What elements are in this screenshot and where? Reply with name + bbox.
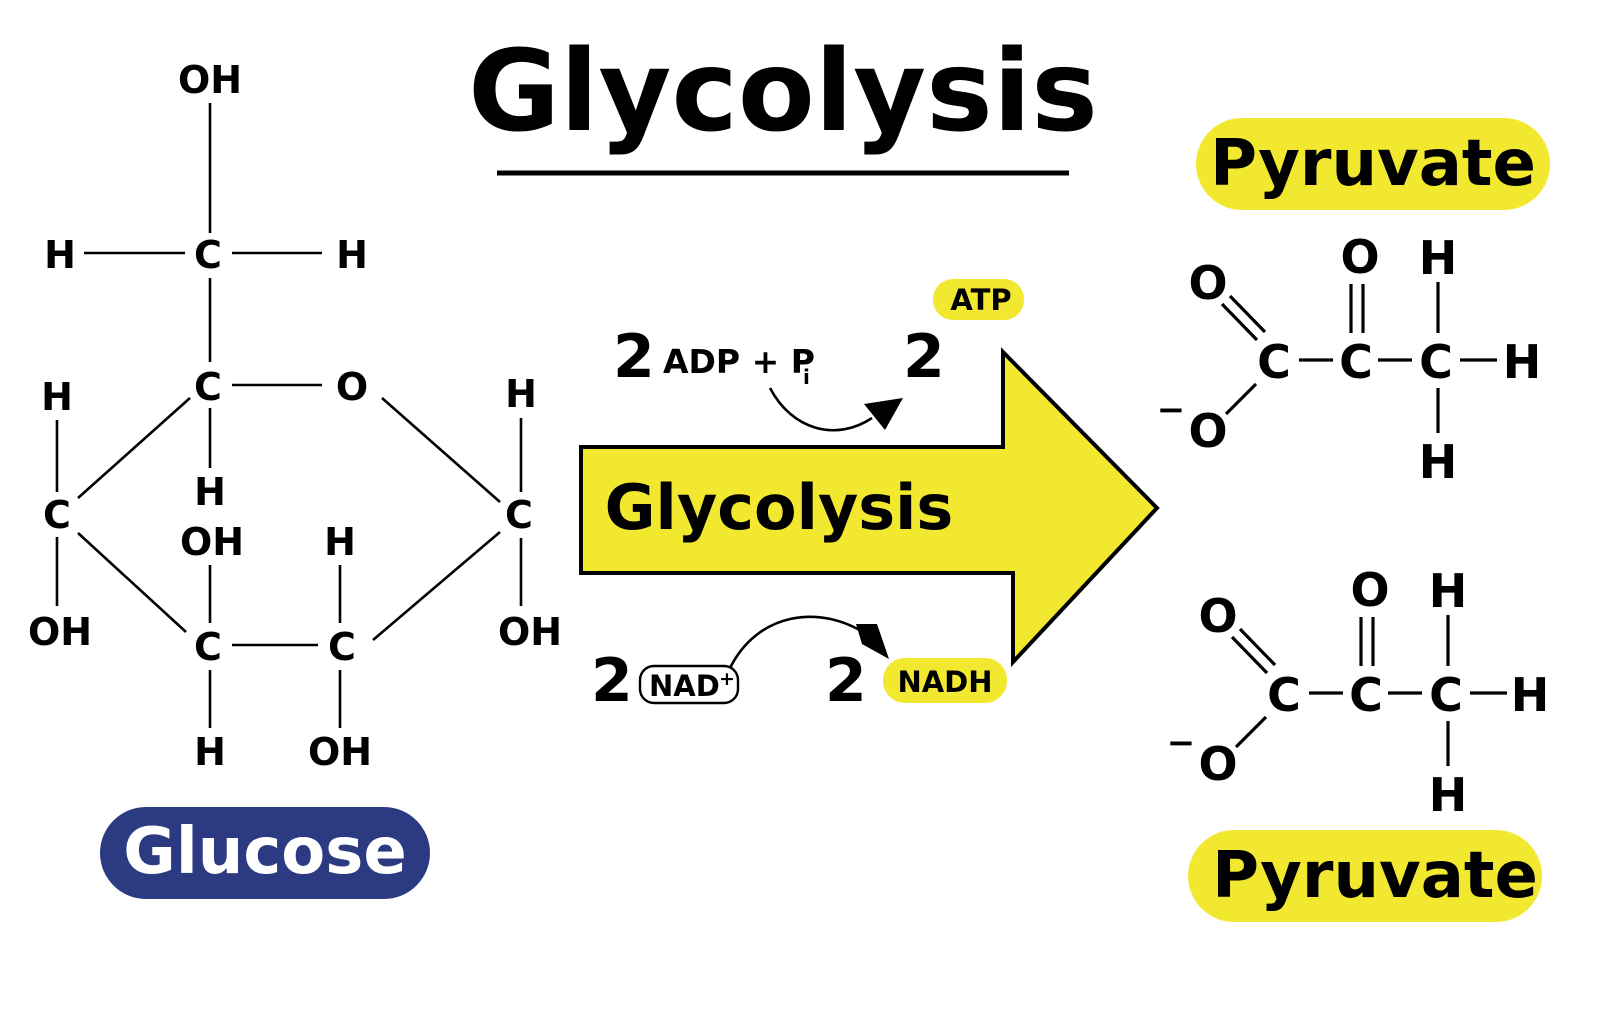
nad-nadh-reaction: 2 NAD + 2 NADH bbox=[591, 615, 1007, 716]
glucose-label: Glucose bbox=[123, 815, 406, 889]
glucose-atom-h3: H bbox=[194, 730, 226, 774]
pyr2-atom-o-minus: O bbox=[1198, 737, 1237, 791]
glucose-atom-c5: C bbox=[194, 365, 222, 409]
pyr2-atom-o-double: O bbox=[1198, 589, 1237, 643]
pyr1-atom-o-minus: O bbox=[1188, 404, 1227, 458]
nad-coefficient: 2 bbox=[591, 646, 633, 716]
pyruvate-bottom-badge-bg bbox=[1188, 830, 1542, 922]
glucose-atom-h1: H bbox=[505, 372, 537, 416]
glucose-atom-c1: C bbox=[505, 493, 533, 537]
nad-curve-arrow bbox=[728, 615, 867, 669]
pyr1-atom-h-bottom: H bbox=[1419, 435, 1458, 489]
pyr1-atom-c2: C bbox=[1339, 335, 1373, 389]
pyruvate-bottom-badge: Pyruvate bbox=[1188, 830, 1542, 922]
pyr2-bond-o-double-a bbox=[1230, 635, 1269, 675]
adp-label: ADP + P bbox=[663, 342, 815, 381]
pyr2-bond-o-minus bbox=[1234, 715, 1268, 749]
adp-arrowhead bbox=[864, 398, 903, 430]
glucose-atom-h5: H bbox=[194, 470, 226, 514]
pyruvate-bottom-structure: O O H C C C H − O H bbox=[1167, 563, 1550, 822]
glycolysis-arrow: Glycolysis bbox=[579, 347, 1160, 668]
pyr2-atom-h-bottom: H bbox=[1429, 768, 1468, 822]
glucose-atom-oh-top: OH bbox=[178, 58, 242, 102]
pyr1-atom-h-top: H bbox=[1419, 231, 1458, 285]
glucose-atom-c4: C bbox=[43, 493, 71, 537]
pyr1-bond-o-double-b bbox=[1228, 294, 1267, 334]
atp-coefficient: 2 bbox=[903, 322, 945, 392]
glucose-atom-h4: H bbox=[41, 375, 73, 419]
arrow-label: Glycolysis bbox=[605, 471, 954, 544]
glucose-badge: Glucose bbox=[100, 807, 430, 899]
glucose-atom-oh1: OH bbox=[498, 610, 562, 654]
glucose-atom-c3: C bbox=[194, 625, 222, 669]
pyr2-atom-h-right: H bbox=[1511, 668, 1550, 722]
pyr1-bond-o-double-a bbox=[1220, 302, 1259, 342]
pyruvate-top-badge: Pyruvate bbox=[1196, 118, 1550, 210]
atp-badge-bg bbox=[933, 279, 1024, 320]
pyruvate-top-structure: O O H C C C H − O H bbox=[1157, 230, 1542, 489]
adp-curve-arrow bbox=[768, 387, 873, 432]
nadh-label: NADH bbox=[897, 665, 992, 699]
glucose-atom-oh2: OH bbox=[308, 730, 372, 774]
glucose-atom-ring-o: O bbox=[336, 365, 368, 409]
nadh-coefficient: 2 bbox=[825, 646, 867, 716]
glucose-atom-c6: C bbox=[194, 233, 222, 277]
nad-superscript: + bbox=[719, 668, 735, 690]
glucose-atom-oh3: OH bbox=[180, 520, 244, 564]
arrow-shape bbox=[579, 347, 1160, 668]
pyr2-atom-c1: C bbox=[1267, 668, 1301, 722]
glucose-structure: OH H C H C O H H H C C OH H OH OH C C H … bbox=[28, 58, 562, 774]
pyruvate-bottom-label: Pyruvate bbox=[1212, 839, 1538, 913]
glucose-atom-h6-right: H bbox=[336, 233, 368, 277]
adp-coefficient: 2 bbox=[613, 322, 655, 392]
bond-o-c1 bbox=[381, 397, 501, 503]
glucose-badge-bg bbox=[100, 807, 430, 899]
pyr1-atom-c1: C bbox=[1257, 335, 1291, 389]
glucose-atom-c2: C bbox=[328, 625, 356, 669]
pyruvate-top-badge-bg bbox=[1196, 118, 1550, 210]
adp-subscript: i bbox=[803, 365, 810, 389]
pyr1-atom-o2: O bbox=[1340, 230, 1379, 284]
pyr2-bond-o-double-b bbox=[1238, 627, 1277, 667]
pyr1-bond-o-minus bbox=[1224, 382, 1258, 416]
pyr1-atom-h-right: H bbox=[1503, 335, 1542, 389]
nad-box bbox=[638, 664, 740, 705]
glucose-atom-h6-left: H bbox=[44, 233, 76, 277]
nad-label: NAD bbox=[649, 669, 720, 703]
bond-c4-c3 bbox=[77, 532, 187, 633]
bond-c5-c4 bbox=[77, 397, 191, 499]
pyr2-atom-h-top: H bbox=[1429, 564, 1468, 618]
pyr2-atom-c2: C bbox=[1349, 668, 1383, 722]
pyruvate-top-label: Pyruvate bbox=[1210, 127, 1536, 201]
pyr1-atom-c3: C bbox=[1419, 335, 1453, 389]
pyr2-atom-c3: C bbox=[1429, 668, 1463, 722]
bond-c2-c1 bbox=[372, 531, 501, 641]
adp-atp-reaction: 2 ADP + P i 2 ATP bbox=[613, 279, 1024, 432]
page-title: Glycolysis bbox=[468, 27, 1098, 157]
nadh-badge-bg bbox=[883, 658, 1007, 703]
nad-arrowhead bbox=[856, 624, 889, 659]
pyr1-atom-o-double: O bbox=[1188, 256, 1227, 310]
pyr2-atom-o2: O bbox=[1350, 563, 1389, 617]
pyr1-minus-sign: − bbox=[1157, 390, 1186, 430]
glucose-atom-h2: H bbox=[324, 520, 356, 564]
atp-label: ATP bbox=[950, 283, 1011, 317]
glucose-atom-oh4: OH bbox=[28, 610, 92, 654]
pyr2-minus-sign: − bbox=[1167, 723, 1196, 763]
